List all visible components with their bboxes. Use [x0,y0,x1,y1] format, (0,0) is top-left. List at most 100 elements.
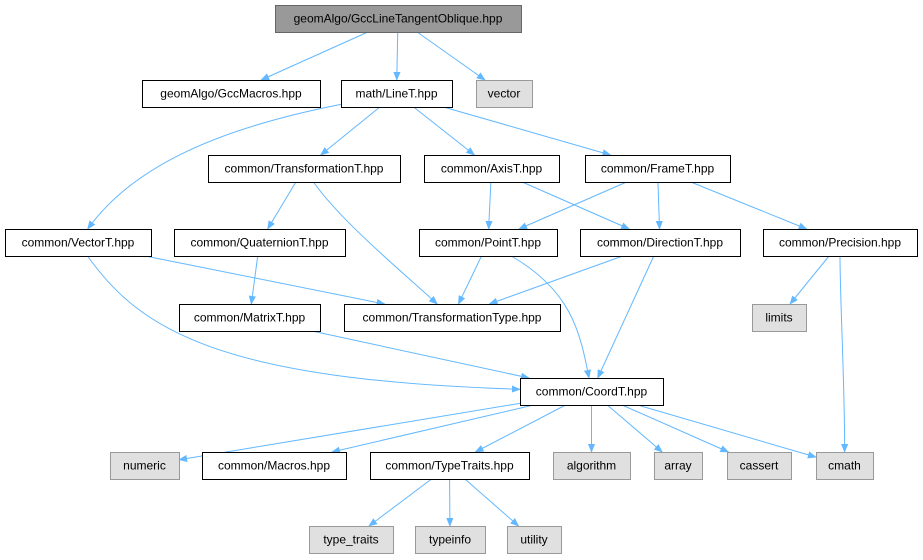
node-label: common/PointT.hpp [435,236,541,250]
node-box [341,80,453,108]
edge-typetraits-to-type_traits [368,478,432,527]
edge-coordt-to-cassert [621,404,730,453]
node-box [424,155,560,183]
node-box [142,80,321,108]
edge-framet-to-pointt [518,181,627,230]
node-label: typeinfo [429,533,471,547]
edge-axist-to-pointt [485,181,493,230]
edge-linet-to-axist [413,106,476,156]
node-gccmacros[interactable]: geomAlgo/GccMacros.hpp [142,80,321,108]
edge-typetraits-to-utility [464,478,520,527]
node-label: common/TypeTraits.hpp [385,459,514,473]
node-label: common/TransformationType.hpp [363,311,542,325]
edge-precision-to-cmath [839,255,849,453]
node-transformationt[interactable]: common/TransformationT.hpp [208,155,401,183]
edge-coordt-to-typetraits [474,404,566,453]
node-transformationtype[interactable]: common/TransformationType.hpp [344,304,561,332]
node-cassert[interactable]: cassert [727,452,792,480]
node-label: common/QuaternionT.hpp [190,236,328,250]
node-numeric[interactable]: numeric [110,452,180,480]
node-box [344,304,561,332]
edge-transformationt-to-transformationtype [313,181,438,305]
node-label: geomAlgo/GccLineTangentOblique.hpp [294,12,503,26]
edge-root-to-linet [393,31,401,81]
node-utility[interactable]: utility [507,526,562,554]
node-algorithm[interactable]: algorithm [553,452,631,480]
node-box [275,5,522,33]
node-label: math/LineT.hpp [355,87,437,101]
edge-coordt-to-array [606,404,663,453]
node-label: common/FrameT.hpp [601,162,715,176]
node-box [553,452,631,480]
node-cmath[interactable]: cmath [816,452,874,480]
node-axist[interactable]: common/AxisT.hpp [424,155,560,183]
edge-vectort-to-transformationtype [145,255,386,306]
node-label: common/Macros.hpp [218,459,330,473]
node-box [476,80,533,108]
node-linet[interactable]: math/LineT.hpp [341,80,453,108]
node-coordt[interactable]: common/CoordT.hpp [520,378,664,406]
node-label: common/Precision.hpp [779,236,901,250]
node-label: limits [765,311,792,325]
node-box [727,452,792,480]
node-label: numeric [123,459,166,473]
node-vector[interactable]: vector [476,80,533,108]
node-label: common/TransformationT.hpp [225,162,384,176]
node-box [5,229,152,257]
node-box [174,229,346,257]
edge-quaterniont-to-matrixt [248,255,259,305]
node-box [415,526,486,554]
node-label: cmath [828,459,861,473]
edge-linet-to-vectort [87,103,342,230]
node-directiont[interactable]: common/DirectionT.hpp [580,229,741,257]
edge-framet-to-precision [690,181,808,230]
node-box [419,229,558,257]
node-label: common/VectorT.hpp [22,236,135,250]
node-typeinfo[interactable]: typeinfo [415,526,486,554]
node-matrixt[interactable]: common/MatrixT.hpp [179,304,321,332]
node-precision[interactable]: common/Precision.hpp [763,229,918,257]
node-box [179,304,321,332]
node-framet[interactable]: common/FrameT.hpp [585,155,731,183]
node-pointt[interactable]: common/PointT.hpp [419,229,558,257]
edge-coordt-to-macros [331,404,534,454]
node-label: common/MatrixT.hpp [194,311,306,325]
node-type_traits[interactable]: type_traits [309,526,394,554]
edge-root-to-vector [416,31,486,81]
edge-framet-to-directiont [655,181,663,230]
edge-pointt-to-coordt [511,255,592,379]
node-box [110,452,180,480]
edge-directiont-to-transformationtype [488,255,623,305]
node-box [585,155,731,183]
edge-root-to-gccmacros [260,31,369,81]
node-box [580,229,741,257]
node-array[interactable]: array [654,452,703,480]
node-quaterniont[interactable]: common/QuaternionT.hpp [174,229,346,257]
node-vectort[interactable]: common/VectorT.hpp [5,229,152,257]
node-label: vector [488,87,521,101]
edge-axist-to-directiont [522,181,631,230]
node-label: common/CoordT.hpp [536,385,648,399]
node-box [507,526,562,554]
edge-precision-to-limits [789,255,830,305]
node-label: algorithm [567,459,616,473]
edge-linet-to-transformationt [319,106,381,156]
node-macros[interactable]: common/Macros.hpp [202,452,347,480]
node-box [763,229,918,257]
edge-directiont-to-coordt [597,255,655,379]
edge-vectort-to-coordt [87,255,521,393]
node-label: array [664,459,691,473]
edges-layer [87,31,849,527]
edge-coordt-to-cmath [637,404,817,459]
node-typetraits[interactable]: common/TypeTraits.hpp [370,452,530,480]
node-root[interactable]: geomAlgo/GccLineTangentOblique.hpp [275,5,522,33]
edge-linet-to-framet [443,106,612,157]
node-limits[interactable]: limits [752,304,807,332]
node-label: common/DirectionT.hpp [597,236,723,250]
edge-transformationt-to-quaterniont [267,181,297,230]
node-label: cassert [740,459,779,473]
node-label: utility [520,533,547,547]
node-box [202,452,347,480]
edge-matrixt-to-coordt [311,330,530,380]
